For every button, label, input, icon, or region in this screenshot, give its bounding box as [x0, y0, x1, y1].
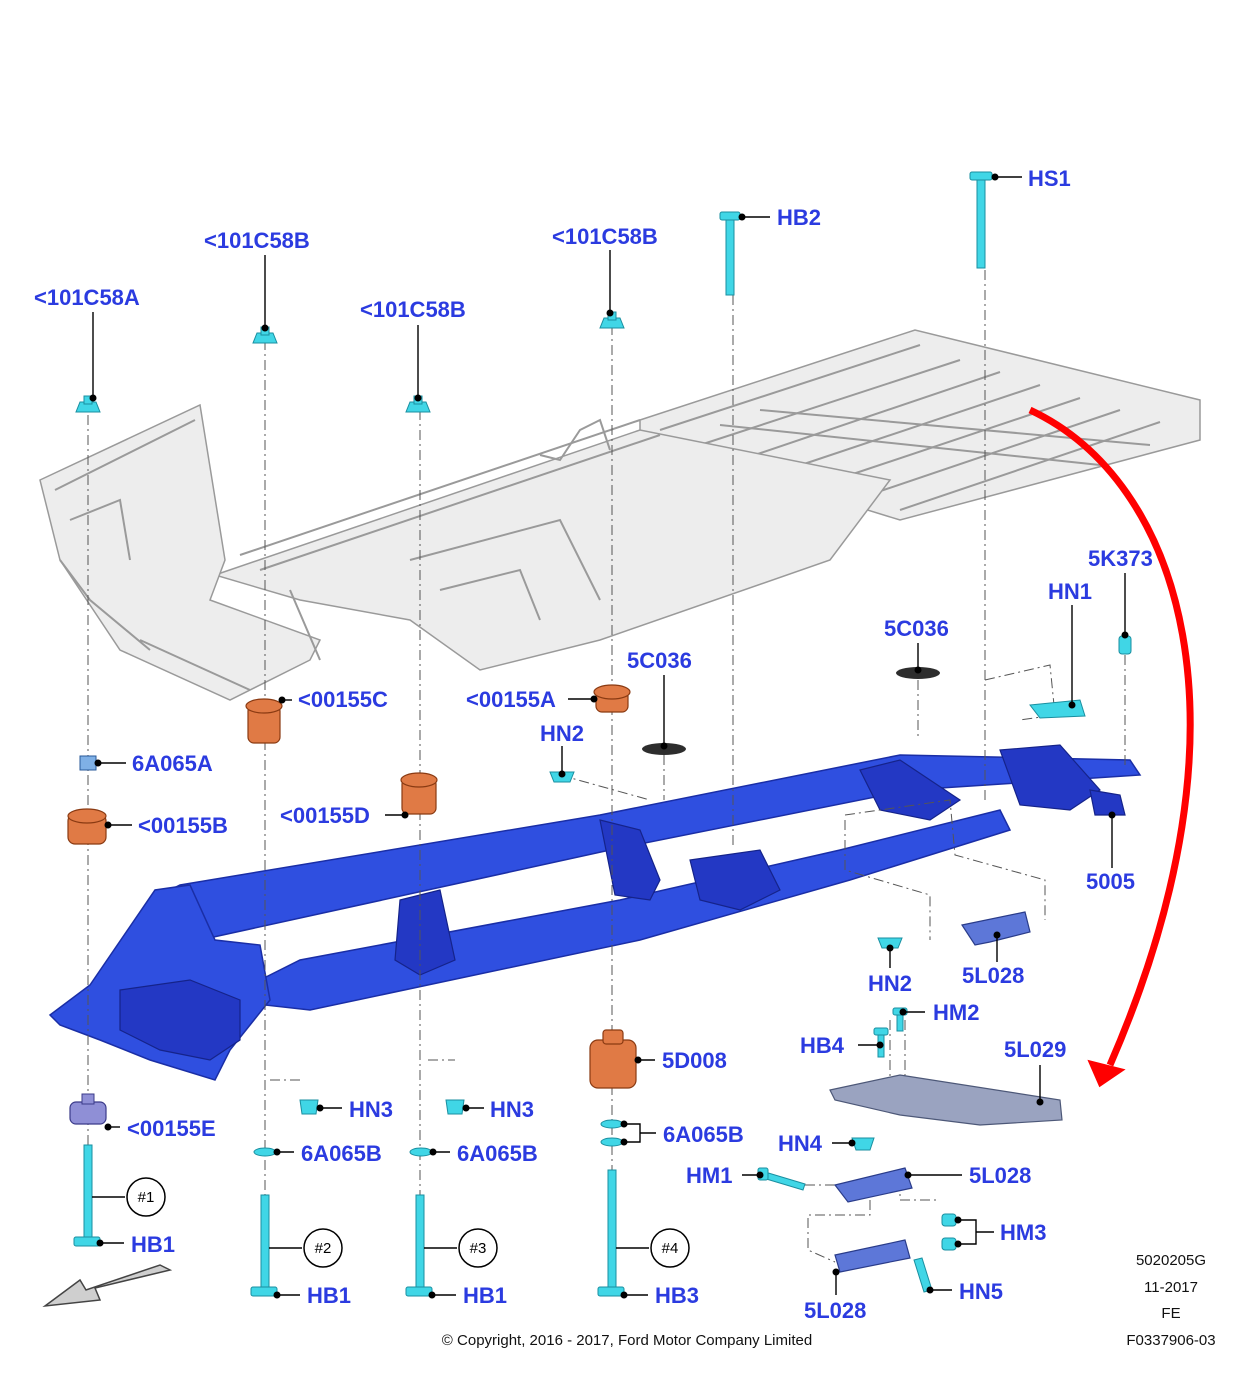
label-hs1: HS1: [1028, 166, 1071, 191]
step-circles: #1 #2 #3 #4: [126, 1177, 690, 1268]
leader-lines: [89, 173, 1129, 1299]
stud-5k373: [1118, 635, 1132, 655]
copyright-notice: © Copyright, 2016 - 2017, Ford Motor Com…: [442, 1332, 812, 1349]
step-1: #1: [138, 1189, 155, 1206]
bolt-hs1: [969, 171, 993, 269]
label-hb2: HB2: [777, 205, 821, 230]
label-hn2-2: HN2: [868, 971, 912, 996]
figure-fe: FE: [1161, 1305, 1180, 1322]
label-5c036-2: 5C036: [627, 648, 692, 673]
label-101c58a: <101C58A: [34, 285, 140, 310]
bolt-hb2: [719, 211, 741, 296]
body-mount-5d008: [589, 1029, 637, 1089]
label-6a065b-3: 6A065B: [663, 1122, 744, 1147]
label-hn5: HN5: [959, 1279, 1003, 1304]
label-hn3-2: HN3: [490, 1097, 534, 1122]
bolt-hm3: [941, 1213, 957, 1251]
red-arc-arrow: [1028, 406, 1194, 1088]
bracket-5l028-top: [961, 911, 1031, 946]
figure-number: F0337906-03: [1126, 1332, 1215, 1349]
nut-hn3-2: [445, 1099, 465, 1115]
clip-101c58a: [75, 395, 101, 413]
label-00155a: <00155A: [466, 687, 556, 712]
body-mount-00155b: [67, 808, 107, 845]
label-hb1-1: HB1: [131, 1232, 175, 1257]
body-floor-pan: [39, 329, 1201, 701]
label-00155c: <00155C: [298, 687, 388, 712]
front-direction-arrow: [42, 1264, 173, 1308]
bolt-hm1: [757, 1167, 806, 1191]
label-6a065b-2: 6A065B: [457, 1141, 538, 1166]
body-mount-00155e: [69, 1093, 107, 1125]
label-5l028-3: 5L028: [804, 1298, 866, 1323]
bracket-5l028-mid: [833, 1167, 913, 1203]
figure-meta: 5020205G 11-2017 FE F0337906-03 © Copyri…: [442, 1252, 1216, 1349]
label-5005: 5005: [1086, 869, 1135, 894]
bolt-hb3: [597, 1169, 625, 1297]
label-hb1-2: HB1: [307, 1283, 351, 1308]
bracket-5l028-low: [834, 1239, 911, 1273]
label-5k373: 5K373: [1088, 546, 1153, 571]
label-101c58b-2: <101C58B: [360, 297, 466, 322]
label-00155e: <00155E: [127, 1116, 216, 1141]
label-hm1: HM1: [686, 1163, 732, 1188]
figure-date: 11-2017: [1144, 1279, 1198, 1296]
washer-6a065b-2: [409, 1147, 433, 1157]
label-hb4: HB4: [800, 1033, 845, 1058]
label-5l029: 5L029: [1004, 1037, 1066, 1062]
body-mount-00155a: [593, 684, 631, 713]
label-00155d: <00155D: [280, 803, 370, 828]
body-mount-00155d: [400, 772, 438, 815]
label-hn2-1: HN2: [540, 721, 584, 746]
label-hb1-3: HB1: [463, 1283, 507, 1308]
bolt-hb1-3: [405, 1194, 433, 1297]
label-hn1: HN1: [1048, 579, 1092, 604]
label-hm3: HM3: [1000, 1220, 1046, 1245]
label-6a065b-1: 6A065B: [301, 1141, 382, 1166]
bolt-hb1-1: [73, 1144, 101, 1247]
label-5l028-2: 5L028: [969, 1163, 1031, 1188]
callout-labels: <101C58A <101C58B <101C58B <101C58B HB2 …: [34, 166, 1153, 1323]
label-00155b: <00155B: [138, 813, 228, 838]
spacer-6a065a: [79, 755, 97, 771]
figure-code: 5020205G: [1136, 1252, 1206, 1269]
nut-hn4: [851, 1137, 875, 1151]
label-101c58b-1: <101C58B: [204, 228, 310, 253]
body-mount-00155c: [245, 698, 283, 744]
label-hn4: HN4: [778, 1131, 823, 1156]
step-3: #3: [470, 1240, 487, 1257]
nut-hn2-2: [877, 937, 903, 949]
label-6a065a: 6A065A: [132, 751, 213, 776]
label-5l028-1: 5L028: [962, 963, 1024, 988]
washer-6a065b-1: [253, 1147, 277, 1157]
nut-hn3-1: [299, 1099, 319, 1115]
nut-hn1: [1029, 699, 1086, 719]
chassis-frame: [48, 744, 1142, 1081]
bracket-5l029: [829, 1074, 1063, 1126]
label-hn3-1: HN3: [349, 1097, 393, 1122]
bolt-hb1-2: [250, 1194, 278, 1297]
label-hm2: HM2: [933, 1000, 979, 1025]
label-5d008: 5D008: [662, 1048, 727, 1073]
label-hb3: HB3: [655, 1283, 699, 1308]
step-2: #2: [315, 1240, 332, 1257]
label-5c036-1: 5C036: [884, 616, 949, 641]
label-101c58b-3: <101C58B: [552, 224, 658, 249]
step-4: #4: [662, 1240, 679, 1257]
